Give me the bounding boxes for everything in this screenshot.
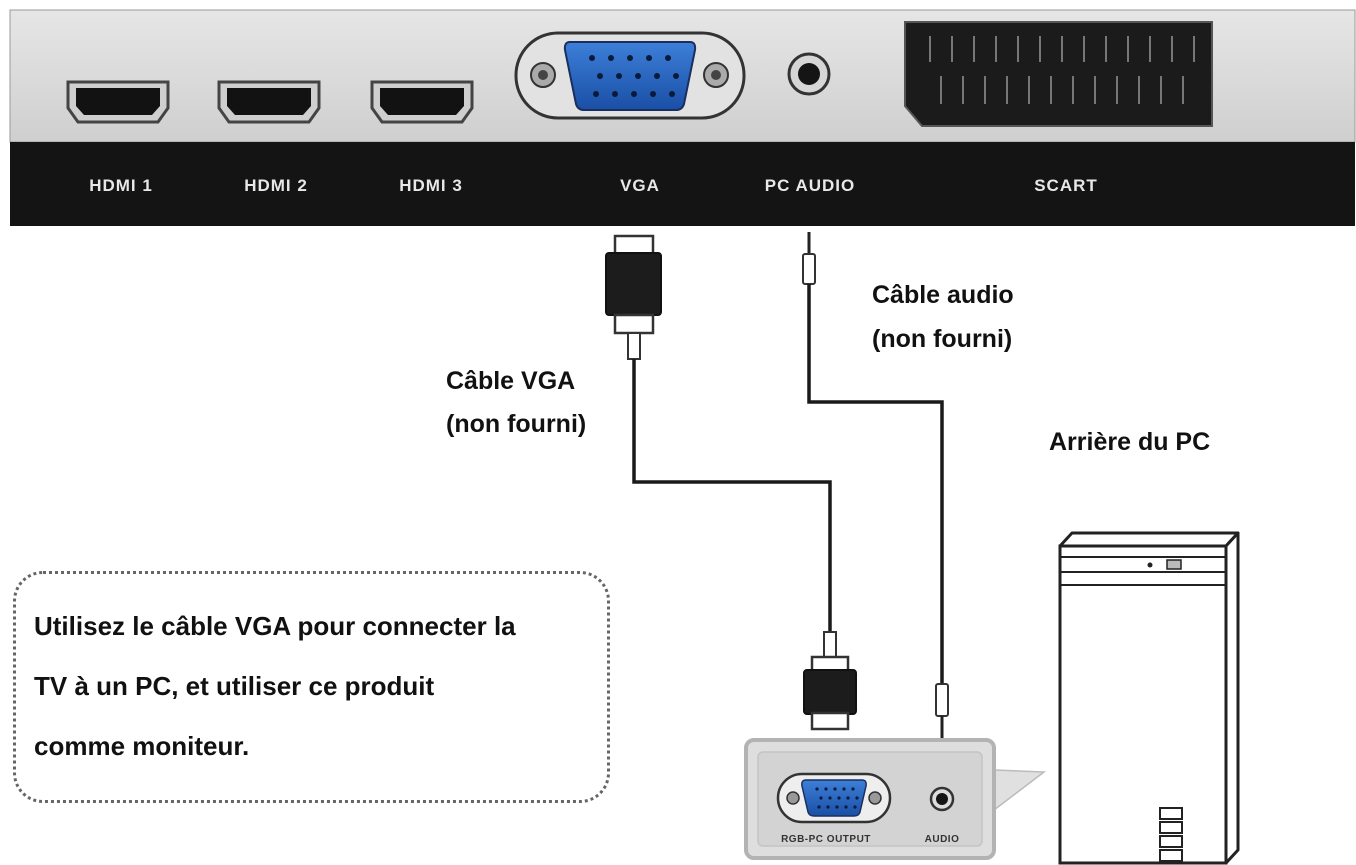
- pc-audio-output-jack: [929, 786, 955, 812]
- vga-cable-note: (non fourni): [446, 410, 586, 438]
- instruction-line-3: comme moniteur.: [34, 731, 250, 761]
- port-label-strip: [10, 142, 1355, 226]
- tv-back-panel: HDMI 1 HDMI 2 HDMI 3 VGA PC AUDIO SCART: [9, 9, 1356, 226]
- port-label-hdmi-3: HDMI 3: [399, 176, 463, 195]
- audio-cable: [802, 232, 949, 738]
- scart-port: [904, 21, 1213, 127]
- pc-label-audio: AUDIO: [925, 834, 960, 845]
- pc-rear-panel: RGB-PC OUTPUT AUDIO: [744, 738, 1047, 860]
- hdmi-2-port: [217, 80, 321, 124]
- pc-audio-jack: [787, 52, 831, 96]
- port-label-scart: SCART: [1034, 176, 1098, 195]
- audio-cable-note: (non fourni): [872, 325, 1012, 353]
- instruction-note: Utilisez le câble VGA pour connecter la …: [13, 571, 610, 803]
- port-label-pc-audio: PC AUDIO: [765, 176, 856, 195]
- port-label-hdmi-2: HDMI 2: [244, 176, 308, 195]
- vga-port: [514, 31, 746, 120]
- audio-cable-label: Câble audio: [872, 281, 1014, 309]
- port-label-vga: VGA: [620, 176, 660, 195]
- pc-rear-label: Arrière du PC: [1049, 428, 1210, 456]
- hdmi-1-port: [66, 80, 170, 124]
- pc-tower-icon: [1058, 531, 1240, 865]
- instruction-line-1: Utilisez le câble VGA pour connecter la: [34, 611, 516, 641]
- vga-cable: [605, 234, 857, 731]
- hdmi-3-port: [370, 80, 474, 124]
- port-label-hdmi-1: HDMI 1: [89, 176, 153, 195]
- pc-vga-output-port: [776, 772, 892, 824]
- vga-cable-label: Câble VGA: [446, 367, 575, 395]
- instruction-line-2: TV à un PC, et utiliser ce produit: [34, 671, 435, 701]
- pc-label-rgb-output: RGB-PC OUTPUT: [781, 834, 871, 845]
